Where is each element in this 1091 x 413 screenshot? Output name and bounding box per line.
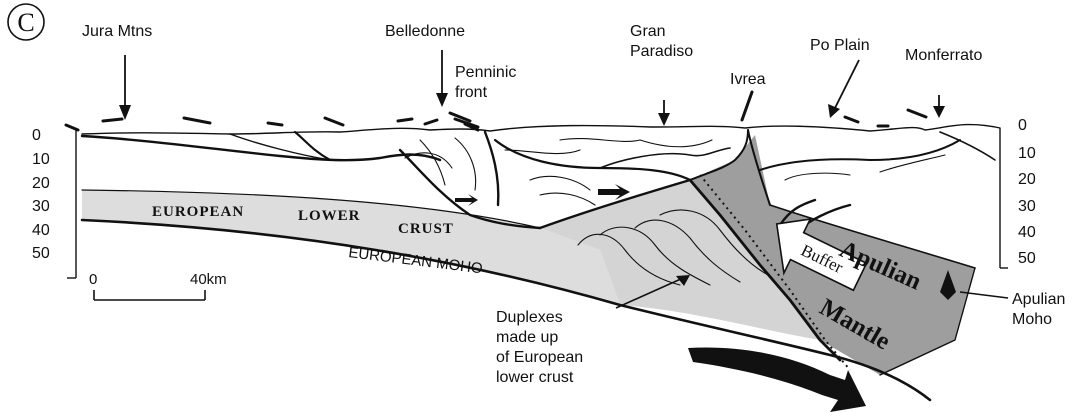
- basement-contact-west: [82, 136, 440, 160]
- panel-label-text: C: [17, 8, 34, 37]
- belledonne-thrust: [295, 132, 330, 160]
- depth-axis-right: 0 10 20 30 40 50: [1000, 117, 1036, 268]
- scale-bar-end: 40km: [190, 271, 227, 288]
- location-arrows: [125, 50, 939, 118]
- depth-tick-left-30: 30: [32, 198, 50, 215]
- label-monferrato: Monferrato: [905, 47, 982, 64]
- label-lower: LOWER: [298, 208, 361, 224]
- mid-crust-thrust: [495, 140, 690, 180]
- duplexes-line-1: Duplexes: [496, 309, 563, 326]
- depth-tick-right-50: 50: [1018, 250, 1036, 267]
- apulian-moho-line-1: Apulian: [1012, 291, 1065, 308]
- depth-tick-left-0: 0: [32, 127, 41, 144]
- label-gran: Gran: [630, 23, 666, 40]
- duplexes-line-2: made up: [496, 329, 558, 346]
- scale-bar: 0 40km: [89, 271, 227, 300]
- annotation-duplexes: Duplexes made up of European lower crust: [496, 309, 583, 386]
- label-crust: CRUST: [398, 221, 454, 237]
- label-front: front: [455, 84, 488, 101]
- panel-label: C: [8, 4, 44, 40]
- apulian-moho-line-2: Moho: [1012, 311, 1052, 328]
- depth-tick-left-20: 20: [32, 175, 50, 192]
- penninic-front-fault: [485, 132, 498, 205]
- label-po-plain: Po Plain: [810, 37, 870, 54]
- duplexes-line-3: of European: [496, 349, 583, 366]
- depth-tick-left-10: 10: [32, 151, 50, 168]
- label-ivrea: Ivrea: [730, 71, 766, 88]
- annotation-apulian-moho: Apulian Moho: [1012, 291, 1065, 328]
- gran-paradiso-thrust: [600, 148, 730, 168]
- label-european: EUROPEAN: [152, 204, 244, 220]
- label-paradiso: Paradiso: [630, 43, 693, 60]
- location-arrowheads: [119, 93, 945, 126]
- thrust-direction-arrows: [455, 184, 630, 206]
- depth-tick-right-40: 40: [1018, 224, 1036, 241]
- depth-tick-right-0: 0: [1018, 117, 1027, 134]
- label-penninic: Penninic: [455, 64, 516, 81]
- depth-tick-right-10: 10: [1018, 145, 1036, 162]
- duplexes-line-4: lower crust: [496, 369, 574, 386]
- depth-tick-right-30: 30: [1018, 198, 1036, 215]
- depth-axis-left: 0 10 20 30 40 50: [32, 127, 76, 278]
- scale-bar-start: 0: [89, 271, 97, 288]
- depth-tick-left-50: 50: [32, 245, 50, 262]
- depth-tick-right-20: 20: [1018, 171, 1036, 188]
- po-basin-base: [760, 140, 960, 170]
- erosion-dashes: [66, 92, 926, 130]
- label-belledonne: Belledonne: [385, 23, 465, 40]
- depth-tick-left-40: 40: [32, 222, 50, 239]
- label-jura-mtns: Jura Mtns: [82, 23, 152, 40]
- topographic-surface: [82, 125, 1000, 134]
